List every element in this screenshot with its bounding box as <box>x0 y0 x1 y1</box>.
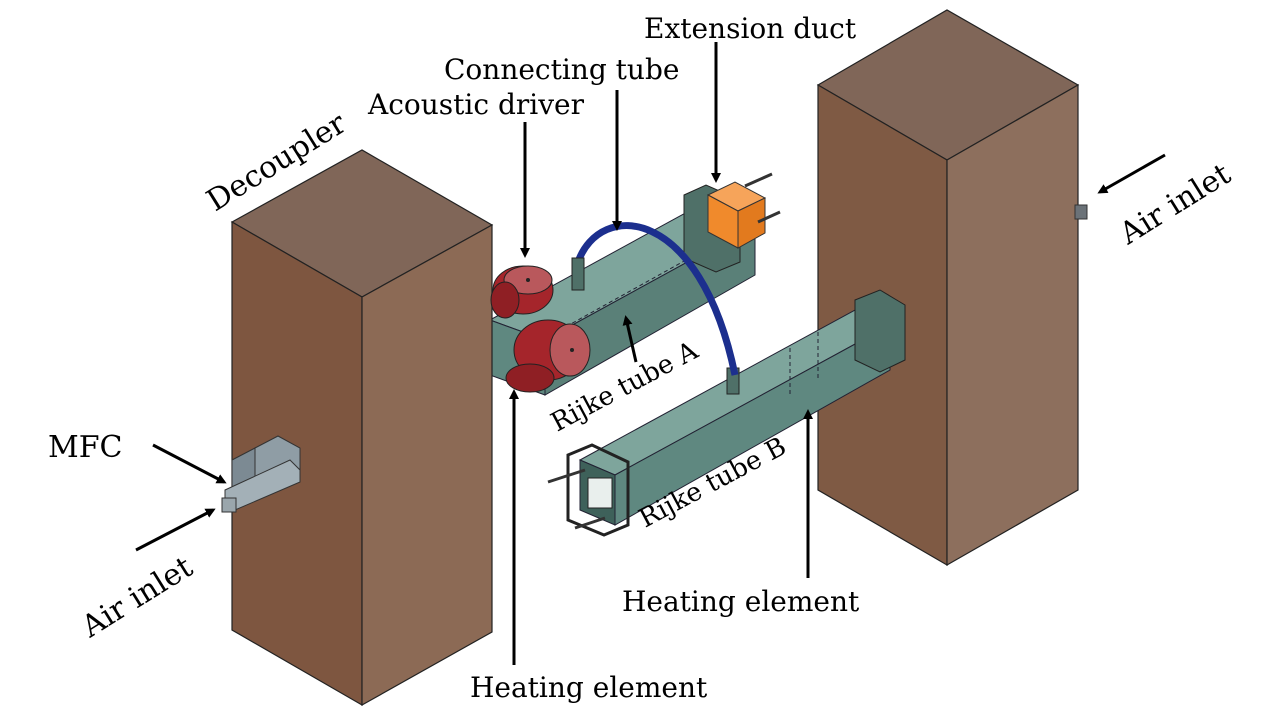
label-heating-element-bottom: Heating element <box>470 671 708 704</box>
connecting-tube <box>574 222 739 376</box>
label-connecting-tube: Connecting tube <box>444 53 679 86</box>
arrow-icon <box>1097 153 1166 194</box>
decoupler-right <box>816 9 1088 567</box>
label-air-inlet-right: Air inlet <box>1113 157 1237 253</box>
label-air-inlet-left: Air inlet <box>75 550 199 646</box>
arrow-icon <box>152 443 227 484</box>
label-heating-element-right: Heating element <box>622 585 860 618</box>
air-inlet-stub-right <box>1074 204 1088 220</box>
arrow-icon <box>135 508 216 552</box>
acoustic-driver <box>490 265 591 393</box>
label-acoustic-driver: Acoustic driver <box>367 88 585 121</box>
label-extension-duct: Extension duct <box>644 12 857 45</box>
extension-duct <box>706 172 781 249</box>
rijke-tube-b <box>547 289 906 537</box>
mfc-unit <box>221 435 301 513</box>
arrow-icon <box>622 315 638 363</box>
decoupler-left <box>230 149 494 707</box>
label-mfc: MFC <box>48 430 123 465</box>
